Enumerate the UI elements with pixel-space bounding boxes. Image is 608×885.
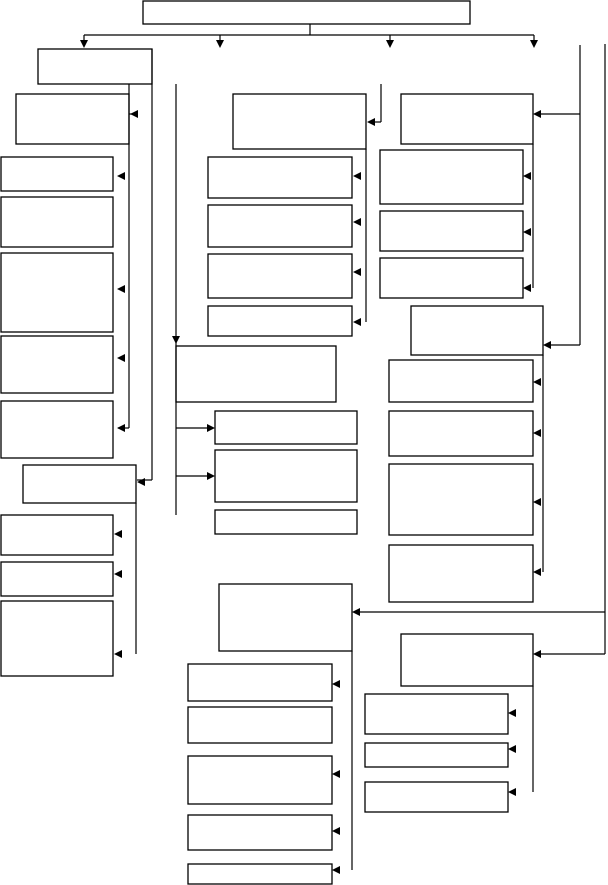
- arrowhead-icon: [117, 424, 125, 432]
- c1-item3-box: [0, 252, 114, 333]
- diagram-connectors: [83, 24, 606, 870]
- c3-item1-box: [379, 149, 524, 205]
- c6-item3-box: [364, 781, 509, 813]
- arrowhead-icon: [172, 336, 180, 344]
- c5-item5-box: [187, 863, 333, 885]
- c2-item1-box: [207, 156, 353, 199]
- arrowhead-icon: [114, 650, 122, 658]
- arrowhead-icon: [353, 268, 361, 276]
- c1-item1-box: [0, 156, 114, 192]
- c5-item3-box: [187, 755, 333, 805]
- arrowhead-icon: [523, 172, 531, 180]
- arrowhead-icon: [530, 40, 538, 48]
- c2-item6-box: [214, 449, 358, 503]
- c4-item4-box: [388, 544, 534, 603]
- c5-item1-box: [187, 663, 333, 702]
- arrowhead-icon: [332, 827, 340, 835]
- c2-item3-box: [207, 253, 353, 299]
- top-header-box: [142, 0, 471, 25]
- c5-group1-box: [218, 583, 353, 652]
- c6-item2-box: [364, 742, 509, 768]
- c5-item4-box: [187, 814, 333, 851]
- c4-item2-box: [388, 410, 534, 457]
- arrowhead-icon: [508, 788, 516, 796]
- arrowhead-icon: [533, 429, 541, 437]
- arrowhead-icon: [533, 378, 541, 386]
- arrowhead-icon: [353, 218, 361, 226]
- c2-item7-box: [214, 509, 358, 535]
- c1-item8-box: [0, 600, 114, 677]
- c4-group1-box: [410, 305, 544, 356]
- c2-item2-box: [207, 204, 353, 248]
- arrowhead-icon: [216, 40, 224, 48]
- c3-group1-box: [400, 93, 534, 145]
- c5-item2-box: [187, 706, 333, 744]
- arrowhead-icon: [114, 530, 122, 538]
- arrowhead-icon: [207, 472, 215, 480]
- arrowhead-icon: [533, 568, 541, 576]
- arrowhead-icon: [332, 680, 340, 688]
- c2-group1-box: [232, 93, 367, 150]
- arrowhead-icon: [367, 118, 375, 126]
- c1-head-box: [37, 48, 153, 85]
- c1-group1-box: [15, 93, 130, 145]
- c1-item6-box: [0, 514, 114, 556]
- arrowhead-icon: [114, 570, 122, 578]
- c3-item2-box: [379, 210, 524, 252]
- arrowhead-icon: [80, 40, 88, 48]
- arrowhead-icon: [117, 354, 125, 362]
- arrowhead-icon: [386, 40, 394, 48]
- arrowhead-icon: [523, 228, 531, 236]
- c2-item4-box: [207, 305, 353, 337]
- c4-item1-box: [388, 359, 534, 403]
- arrowhead-icon: [533, 650, 541, 658]
- diagram-boxes: [0, 0, 544, 885]
- c4-item3-box: [388, 463, 534, 536]
- c1-item2-box: [0, 196, 114, 248]
- arrowhead-icon: [508, 709, 516, 717]
- c1-item7-box: [0, 561, 114, 597]
- c2-group2-box: [175, 345, 337, 403]
- arrowhead-icon: [130, 110, 138, 118]
- arrowhead-icon: [332, 770, 340, 778]
- c6-item1-box: [364, 693, 509, 735]
- arrowhead-icon: [508, 745, 516, 753]
- arrowhead-icon: [352, 608, 360, 616]
- arrowhead-icon: [117, 285, 125, 293]
- c2-item5-box: [214, 410, 358, 445]
- c1-item4-box: [0, 335, 114, 394]
- arrowhead-icon: [332, 866, 340, 874]
- arrowhead-icon: [533, 498, 541, 506]
- c1-group2-box: [22, 464, 137, 504]
- arrowhead-icon: [353, 318, 361, 326]
- arrowhead-icon: [137, 478, 145, 486]
- arrowhead-icon: [353, 172, 361, 180]
- arrowhead-icon: [523, 284, 531, 292]
- c3-item3-box: [379, 257, 524, 299]
- c1-item5-box: [0, 400, 114, 459]
- arrowhead-icon: [543, 341, 551, 349]
- c6-group1-box: [400, 633, 534, 687]
- arrowhead-icon: [117, 172, 125, 180]
- arrowhead-icon: [533, 110, 541, 118]
- diagram-arrowheads: [80, 40, 551, 874]
- arrowhead-icon: [207, 424, 215, 432]
